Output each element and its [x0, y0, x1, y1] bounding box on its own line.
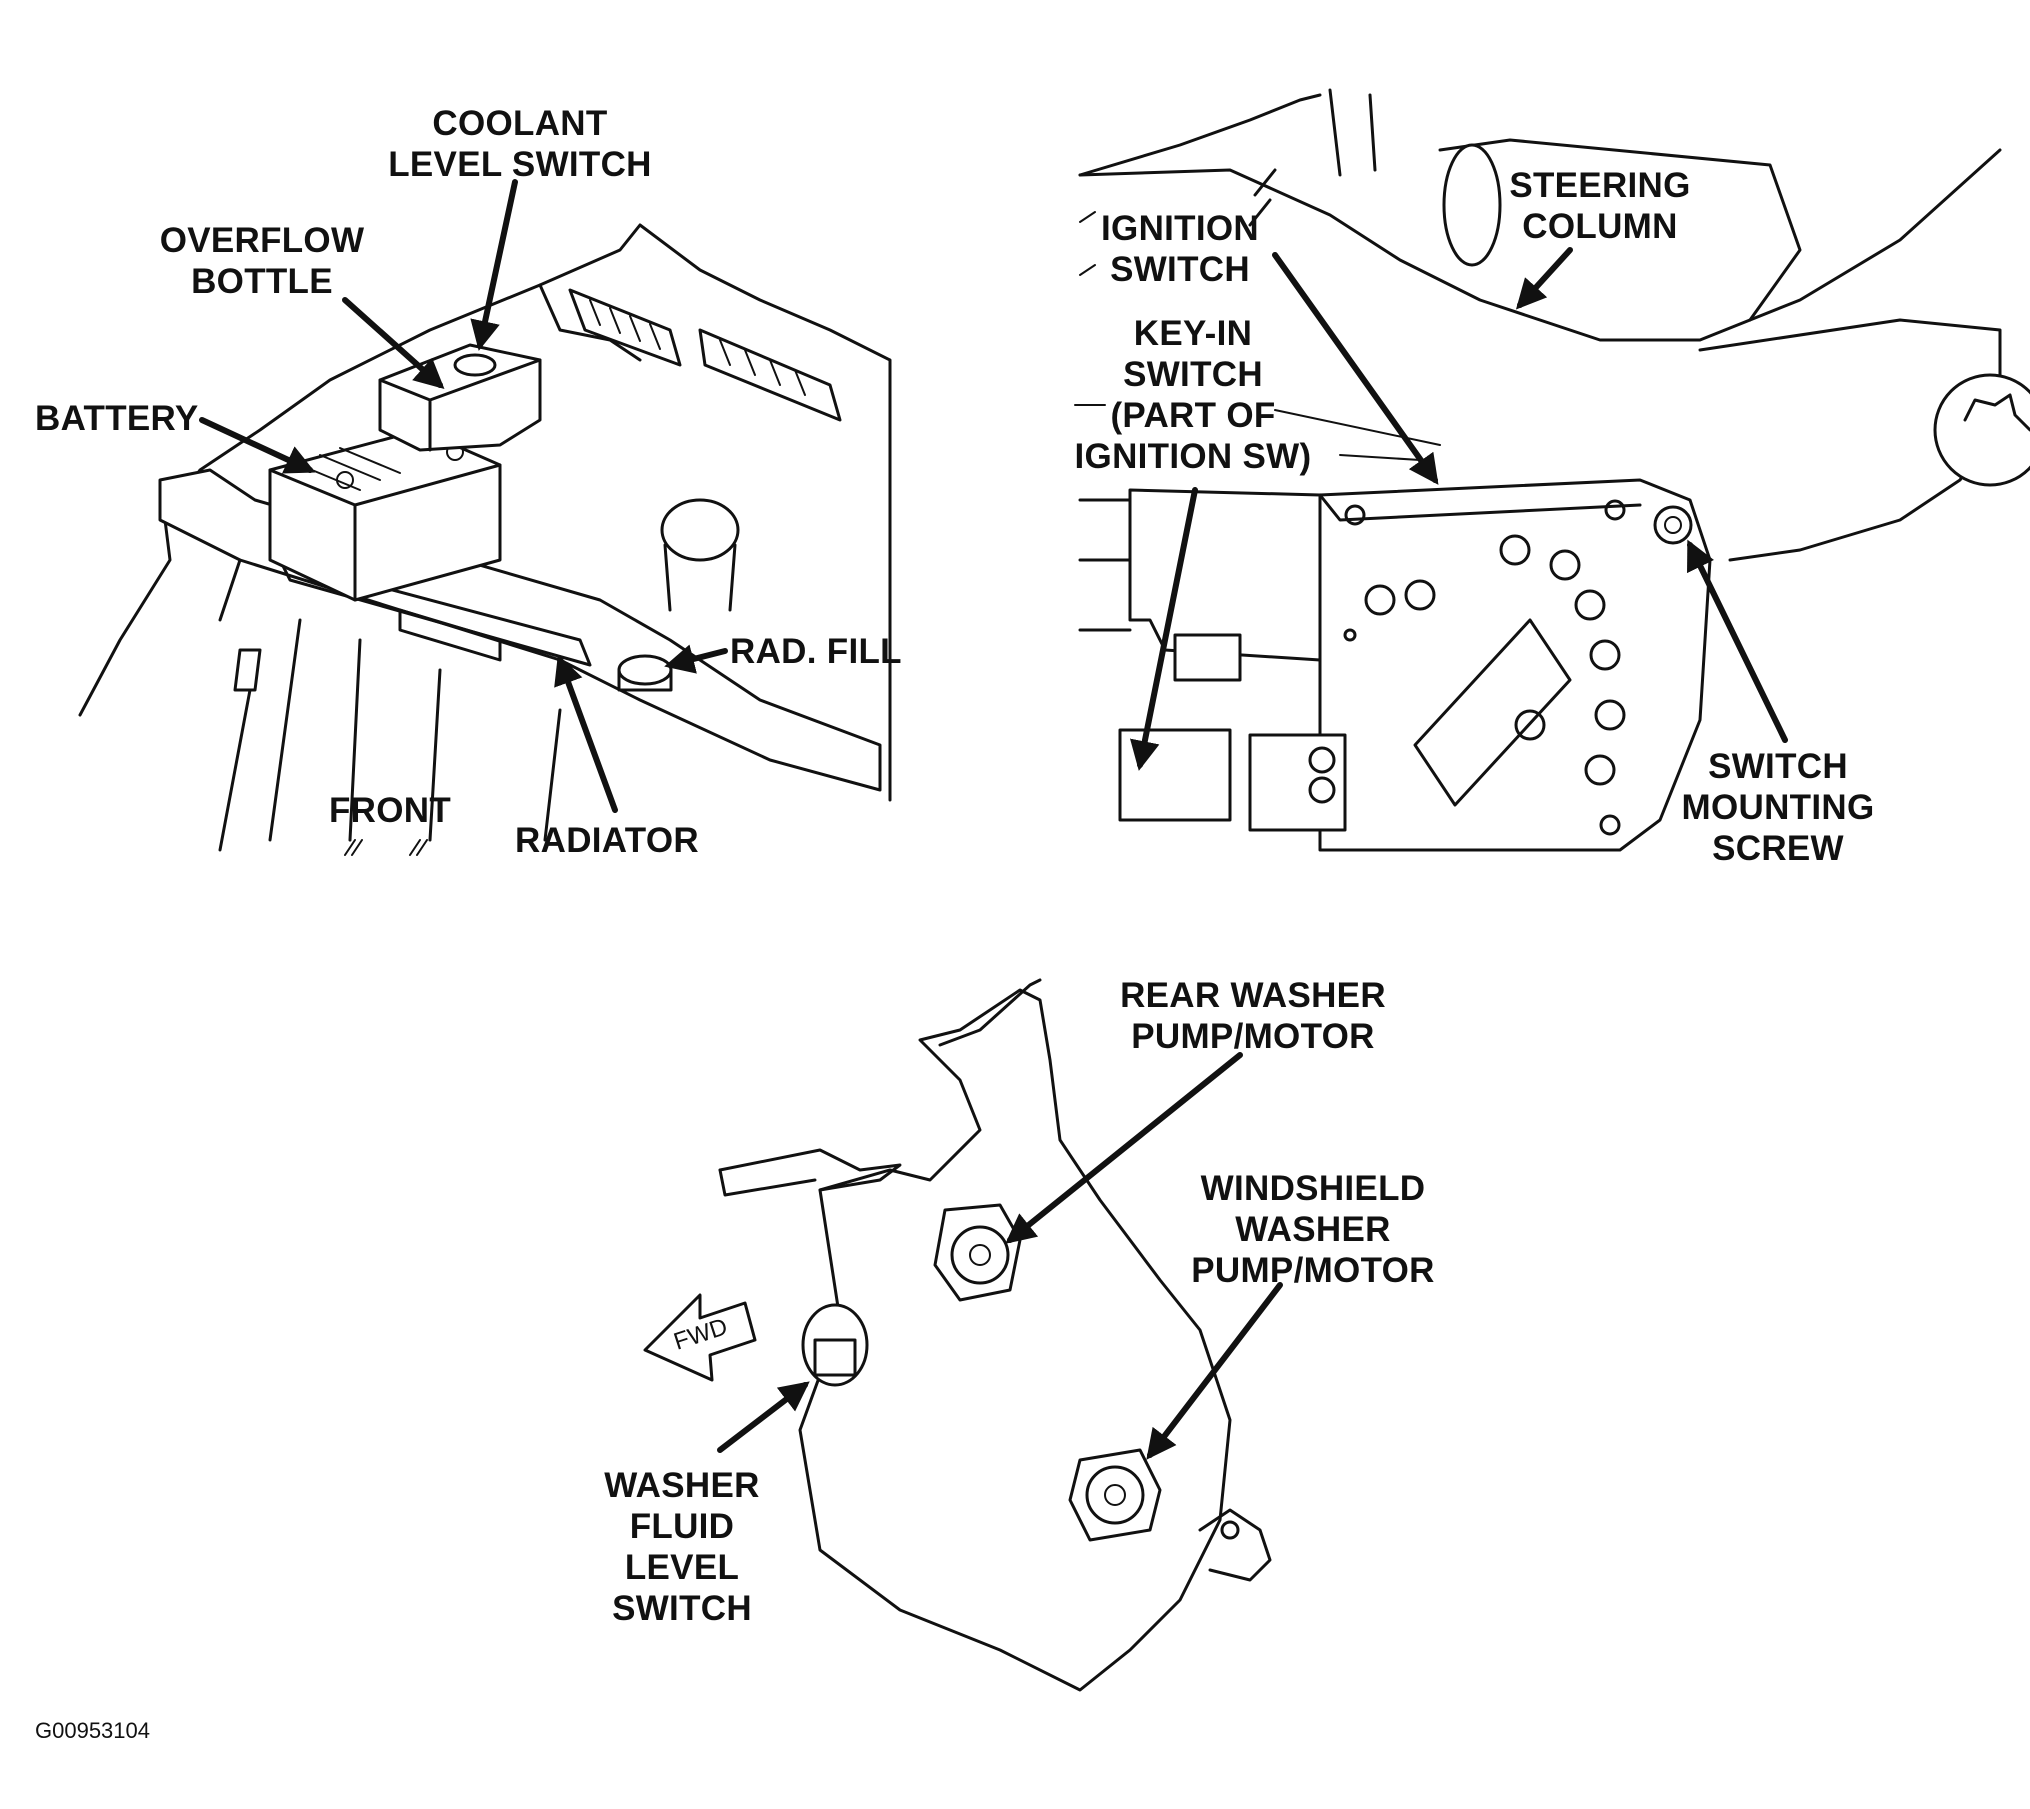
washer-reservoir-illustration [643, 978, 1272, 1692]
figure-id: G00953104 [35, 1718, 150, 1743]
label-radiator: RADIATOR [515, 821, 699, 860]
label-rad-fill: RAD. FILL [730, 632, 902, 671]
fwd-arrow-icon [643, 1293, 757, 1382]
engine-compartment-illustration [78, 223, 892, 856]
pointer-arrows [199, 179, 1788, 1460]
label-battery: BATTERY [35, 399, 198, 438]
label-front: FRONT [329, 791, 451, 830]
